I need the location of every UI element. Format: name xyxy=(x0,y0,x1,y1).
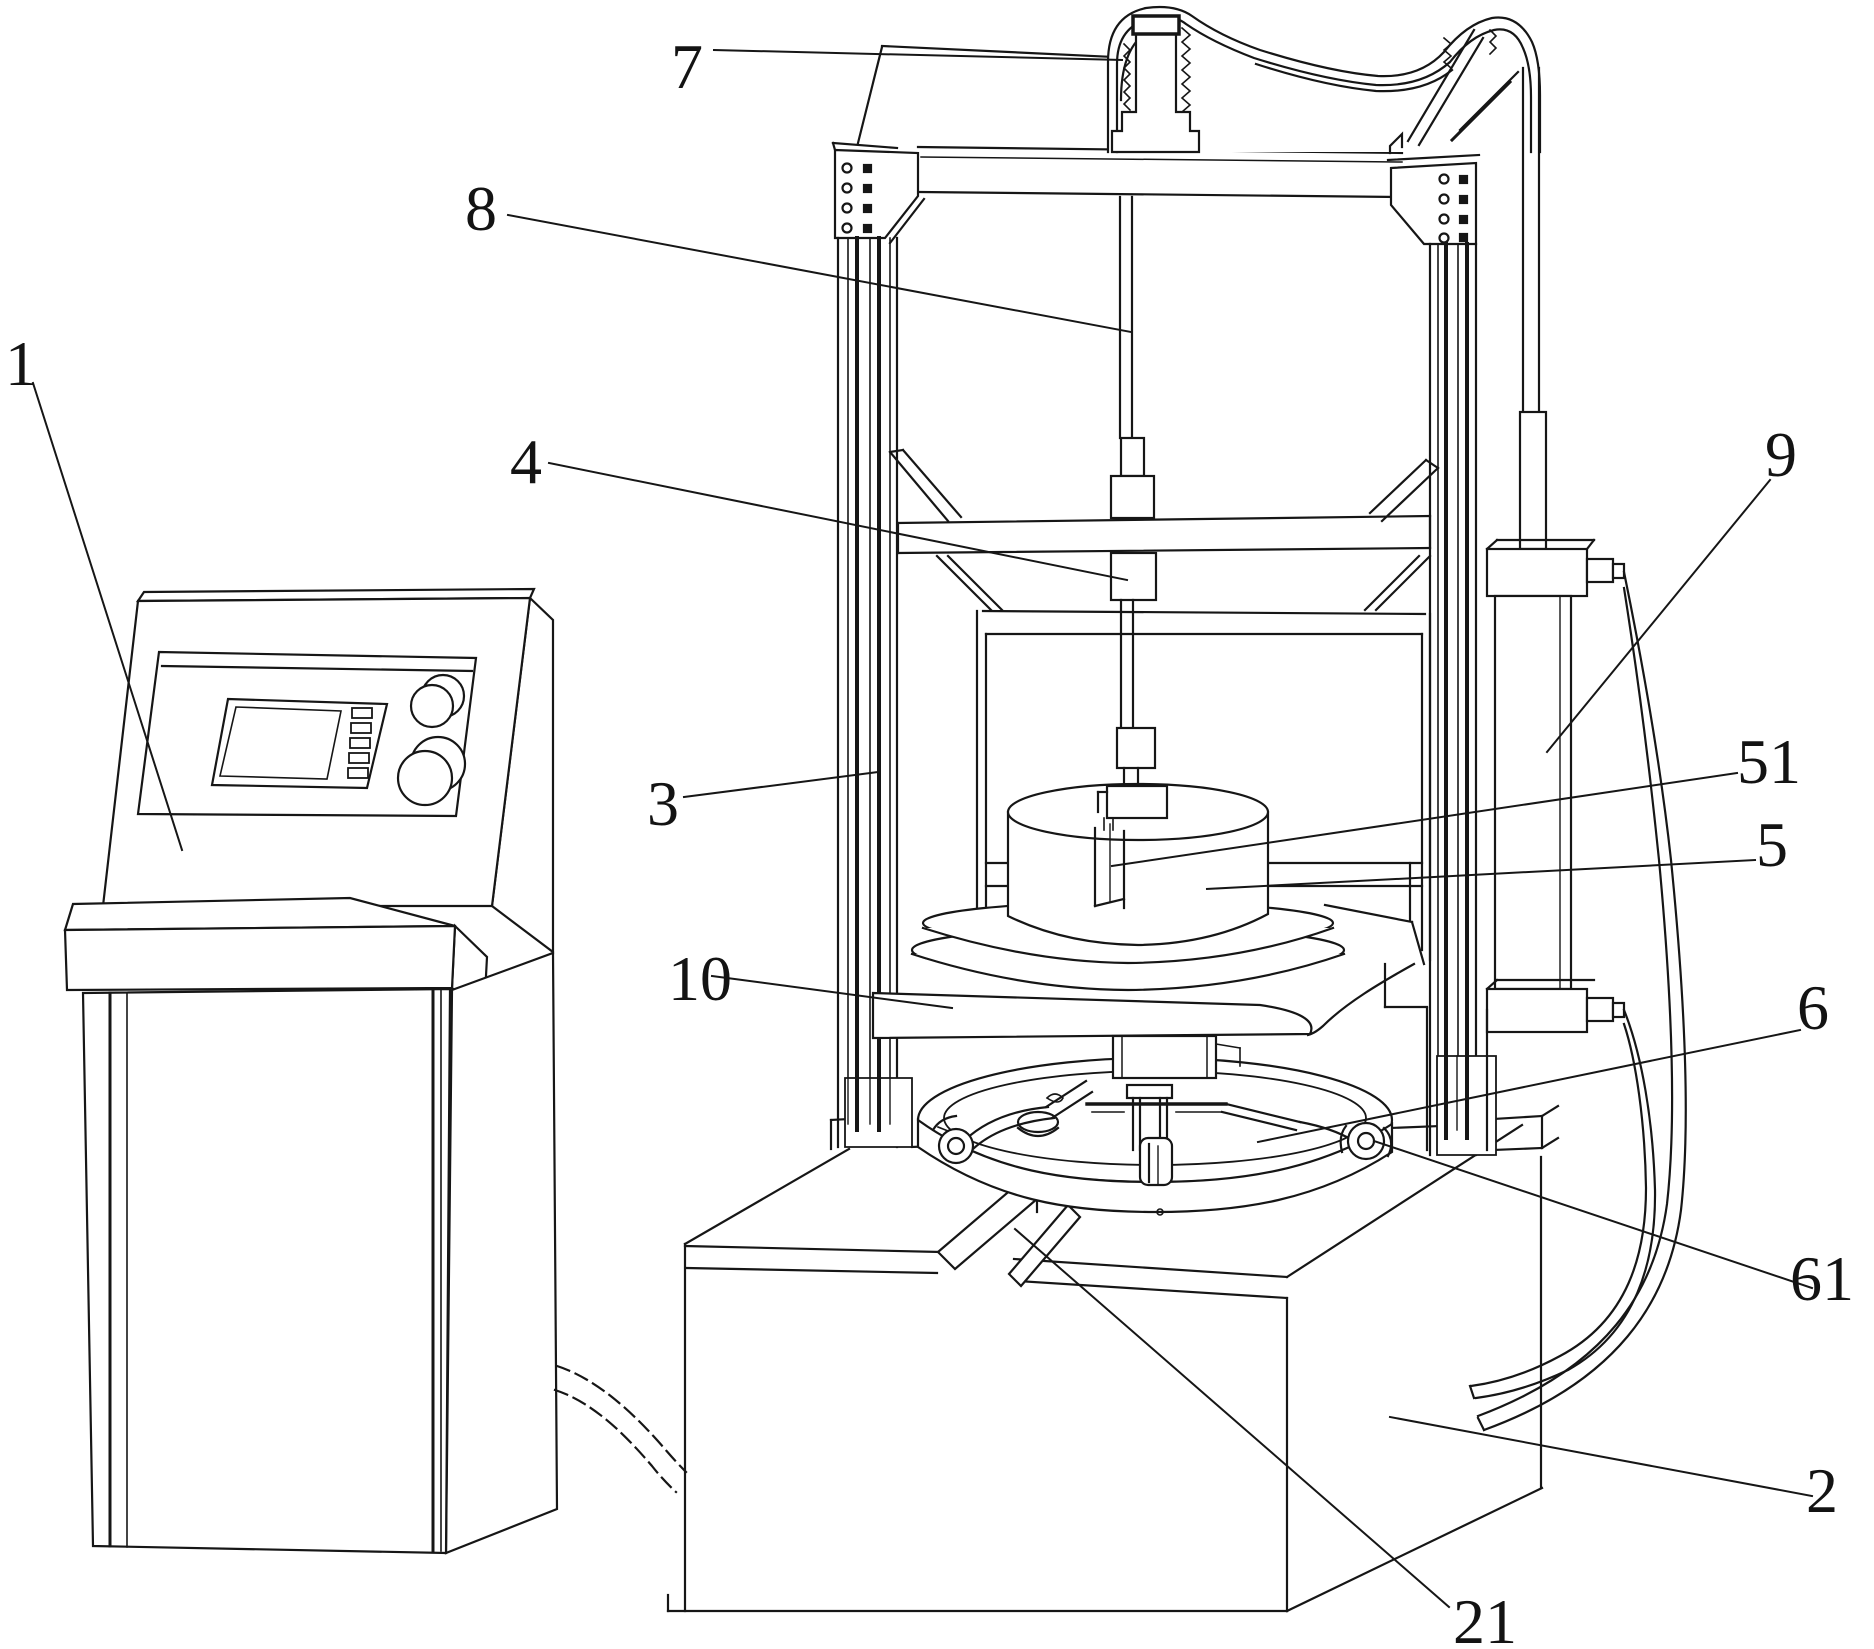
svg-text:21: 21 xyxy=(1453,1586,1517,1649)
svg-text:3: 3 xyxy=(647,768,679,839)
svg-text:6: 6 xyxy=(1797,972,1829,1043)
svg-text:2: 2 xyxy=(1806,1455,1838,1526)
svg-text:7: 7 xyxy=(671,31,703,102)
svg-text:9: 9 xyxy=(1765,419,1797,490)
svg-text:4: 4 xyxy=(510,426,542,497)
svg-text:51: 51 xyxy=(1737,726,1801,797)
svg-text:8: 8 xyxy=(465,173,497,244)
svg-text:10: 10 xyxy=(668,943,732,1014)
svg-text:5: 5 xyxy=(1756,809,1788,880)
svg-text:1: 1 xyxy=(5,328,37,399)
svg-text:61: 61 xyxy=(1790,1243,1854,1314)
